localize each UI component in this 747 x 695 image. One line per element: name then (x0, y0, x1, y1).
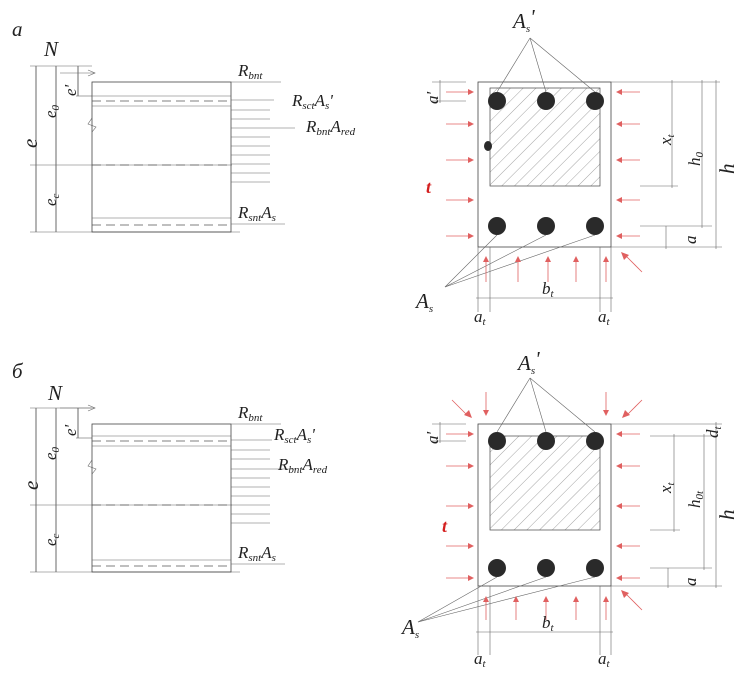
panel-b-compression-arrows (231, 439, 295, 565)
panel-a-a: a (681, 236, 700, 245)
panel-a: а (12, 5, 739, 328)
panel-a-xt: xt (656, 133, 677, 146)
panel-b-at-left: at (474, 649, 487, 670)
panel-b-R-bnt-Ared: RbntAred (277, 455, 328, 476)
panel-b-label: б (12, 359, 24, 383)
panel-a-force-N: N (43, 37, 59, 61)
panel-b-R-snt-As: RsntAs (237, 543, 276, 564)
panel-a-label: а (12, 17, 23, 41)
panel-b-t: t (442, 516, 448, 536)
panel-a-fire-arrows (446, 89, 643, 282)
panel-a-ec: ec (41, 193, 62, 206)
panel-a-top-bar-1 (488, 92, 506, 110)
panel-b-section-outline (477, 423, 612, 587)
panel-b-As-prime: As' (516, 347, 540, 377)
panel-b-As: As (400, 615, 419, 641)
panel-b-R-sct-As: RsctAs' (273, 425, 315, 446)
panel-b-e-prime: e' (61, 424, 80, 436)
panel-a-stress-diagram: N e e0 e' ec Rbnt RsctAs' RbntAred RsntA… (18, 37, 356, 233)
panel-a-R-bnt-Ared: RbntAred (305, 117, 356, 138)
panel-a-section-outline (477, 81, 612, 248)
panel-a-cross-section: As' As a' xt h0 h a t bt at at (414, 5, 739, 328)
panel-a-As: As (414, 289, 433, 315)
panel-b-force-N: N (47, 381, 63, 405)
panel-a-R-bnt: Rbnt (237, 61, 263, 82)
panel-a-bottom-bar-2 (537, 217, 555, 235)
panel-b-at-right: at (598, 649, 611, 670)
panel-b-a: a (681, 578, 700, 587)
panel-b-e0: e0 (41, 446, 62, 460)
panel-b-top-bar-2 (537, 432, 555, 450)
panel-a-e-prime: e' (61, 84, 80, 96)
panel-a-e: e (18, 139, 42, 148)
panel-a-top-bar-2 (537, 92, 555, 110)
panel-a-bt: bt (542, 279, 555, 300)
panel-b-dt: dt (703, 426, 724, 439)
panel-a-t: t (426, 177, 432, 197)
panel-a-at-right: at (598, 307, 611, 328)
panel-a-bottom-bar-3 (586, 217, 604, 235)
panel-b-bt: bt (542, 613, 555, 634)
panel-a-h: h (715, 164, 739, 175)
panel-b-a-prime: a' (423, 432, 442, 445)
panel-b-ec: ec (41, 533, 62, 546)
panel-a-bottom-bar-1 (488, 217, 506, 235)
panel-b-h0t: h0t (685, 490, 706, 508)
panel-b-bottom-bar-1 (488, 559, 506, 577)
panel-b-h: h (715, 510, 739, 521)
panel-b-cross-section: As' As a' xt h0t h a dt t bt at at (400, 347, 739, 670)
panel-a-compression-arrows (231, 99, 295, 225)
panel-b-bottom-bar-3 (586, 559, 604, 577)
panel-a-top-bar-3 (586, 92, 604, 110)
panel-a-e0: e0 (41, 104, 62, 118)
panel-b-top-bar-3 (586, 432, 604, 450)
panel-b: б (12, 347, 739, 670)
panel-b-fire-arrows (446, 392, 643, 620)
panel-b-top-bar-1 (488, 432, 506, 450)
panel-a-R-snt-As: RsntAs (237, 203, 276, 224)
panel-a-As-prime: As' (511, 5, 535, 35)
panel-b-e: e (19, 481, 43, 490)
panel-b-bottom-bar-2 (537, 559, 555, 577)
panel-a-h0: h0 (685, 152, 706, 167)
panel-b-xt: xt (656, 481, 677, 494)
panel-b-R-bnt: Rbnt (237, 403, 263, 424)
panel-a-R-sct-As: RsctAs' (291, 91, 333, 112)
panel-b-stress-diagram: N e e0 e' ec Rbnt RsctAs' RbntAred RsntA… (19, 381, 328, 573)
panel-a-a-prime: a' (423, 92, 442, 105)
panel-a-at-left: at (474, 307, 487, 328)
panel-b-compression-zone (489, 435, 601, 531)
